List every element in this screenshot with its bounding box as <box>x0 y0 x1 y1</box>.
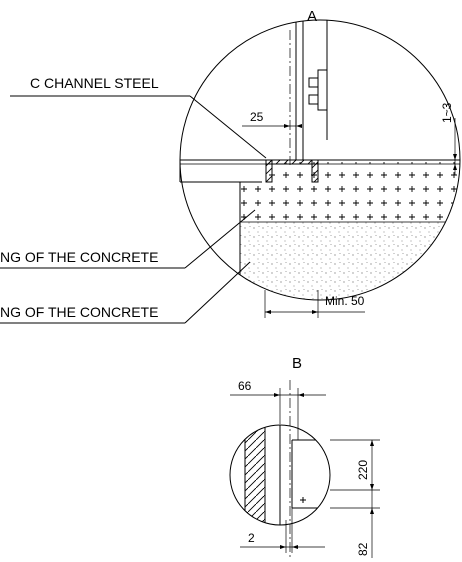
dim-2-text: 2 <box>248 531 255 545</box>
upper-concrete-fill <box>265 162 460 222</box>
dim-gap-text: 1~3 <box>440 102 454 123</box>
cabinet-hinge-upper <box>308 77 319 88</box>
dim-66-text: 66 <box>238 379 252 393</box>
cabinet-hinge-lower <box>308 94 319 105</box>
dim-82-text: 82 <box>356 542 370 556</box>
cabinet-handle <box>317 69 328 111</box>
dim-25-arrows <box>284 124 302 128</box>
channel-web <box>265 159 319 165</box>
dim-66-arrows <box>274 393 304 397</box>
dim-220-arrows <box>370 440 374 490</box>
concrete-label-lower: NG OF THE CONCRETE <box>0 304 158 320</box>
dim-2-arrows <box>280 545 298 549</box>
concrete-upper-leader <box>184 209 256 269</box>
detail-b-contents <box>244 425 330 525</box>
detail-b: B 66 220 82 2 <box>229 355 380 560</box>
detail-b-circle <box>229 424 331 526</box>
dim-25-text: 25 <box>250 110 264 124</box>
concrete-lower-leader <box>184 261 251 324</box>
detail-a: A <box>0 8 461 324</box>
concrete-label-upper: NG OF THE CONCRETE <box>0 249 158 265</box>
upper-concrete-step-fill <box>240 182 270 222</box>
dim-min-arrows <box>265 310 318 314</box>
channel-label: C CHANNEL STEEL <box>30 75 159 91</box>
detail-a-title: A <box>307 8 317 25</box>
channel-leader <box>189 95 267 159</box>
detail-a-contents <box>180 20 460 300</box>
dim-min-text: Min. 50 <box>325 294 365 308</box>
wall-hatch <box>244 425 266 525</box>
dim-220-text: 220 <box>356 460 370 480</box>
dim-82-arrow <box>370 508 374 514</box>
detail-b-title: B <box>292 355 302 372</box>
plus-mark <box>300 497 306 503</box>
dim-gap-arrows <box>453 154 457 170</box>
